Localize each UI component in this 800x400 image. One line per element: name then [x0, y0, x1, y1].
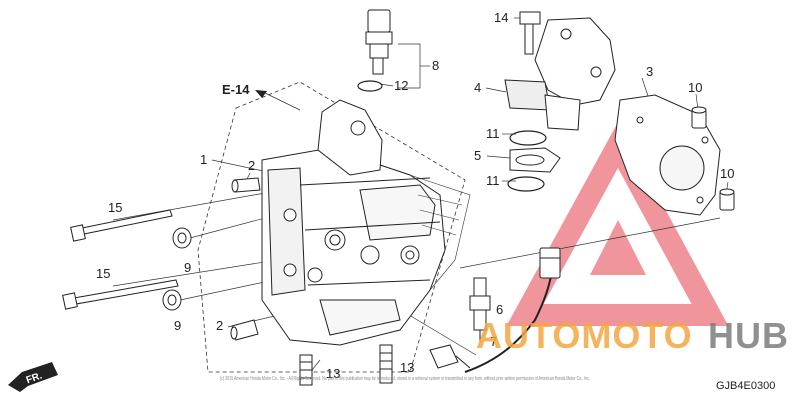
oxygen-sensor	[429, 247, 561, 373]
spark-plug	[469, 277, 491, 342]
bracket-assembly	[504, 17, 616, 131]
callout-10-lower: 10	[720, 166, 734, 181]
temperature-sensor	[365, 9, 393, 75]
dowel-pin-upper	[231, 177, 261, 193]
callout-13-left: 13	[326, 366, 340, 381]
callout-11-lower: 11	[486, 173, 500, 188]
copyright-notice: (c) 2015 American Honda Motor Co., Inc. …	[220, 376, 590, 382]
stud-13-right	[379, 344, 393, 384]
callout-6: 6	[496, 302, 503, 317]
cylinder-head	[261, 99, 446, 346]
insulator-5	[509, 147, 561, 173]
diagram-code: GJB4E0300	[716, 380, 775, 392]
watermark-logo-triangle	[506, 121, 729, 326]
reference-arrow: E-14	[222, 82, 267, 98]
watermark-brand: AUTOMOTO HUB	[476, 315, 789, 356]
o-ring-12	[357, 80, 383, 92]
callout-9-upper: 9	[184, 260, 191, 275]
nut-lower	[162, 289, 182, 311]
callout-2-lower: 2	[216, 318, 223, 333]
callout-15-lower: 15	[96, 266, 110, 281]
intake-port	[409, 174, 471, 291]
callout-13-right: 13	[400, 360, 414, 375]
callout-labels: 1 2 2 4 5 6 7 8 9 9 10 10 11 11 12 13 13…	[96, 10, 734, 381]
bolt-14	[519, 11, 541, 55]
assembly-boundary	[197, 81, 466, 373]
callout-11-upper: 11	[486, 126, 500, 141]
dowel-10-lower	[719, 188, 735, 211]
stud-bolt-lower	[62, 279, 179, 310]
callout-14: 14	[494, 10, 508, 25]
nut-upper	[172, 227, 192, 249]
callout-2-upper: 2	[248, 158, 255, 173]
watermark-brand-part2: HUB	[708, 315, 789, 356]
dowel-pin-lower	[230, 319, 259, 341]
callout-5: 5	[474, 148, 481, 163]
callout-15-upper: 15	[108, 200, 122, 215]
watermark-brand-part1: AUTOMOTO	[476, 315, 693, 356]
callout-9-lower: 9	[174, 318, 181, 333]
callout-10-upper: 10	[688, 80, 702, 95]
callout-12: 12	[394, 78, 408, 93]
callout-8: 8	[432, 58, 439, 73]
callout-3: 3	[646, 64, 653, 79]
direction-label: FR.	[25, 370, 44, 386]
reference-label: E-14	[222, 82, 250, 97]
gasket-11-upper	[509, 130, 547, 146]
stud-bolt-upper	[70, 209, 173, 242]
callout-1: 1	[200, 152, 207, 167]
callout-4: 4	[474, 80, 481, 95]
callout-7: 7	[490, 334, 497, 349]
dowel-10-upper	[691, 106, 707, 129]
front-direction-arrow: FR.	[8, 362, 58, 392]
stud-13-left	[299, 354, 313, 386]
gasket-11-lower	[507, 176, 545, 192]
